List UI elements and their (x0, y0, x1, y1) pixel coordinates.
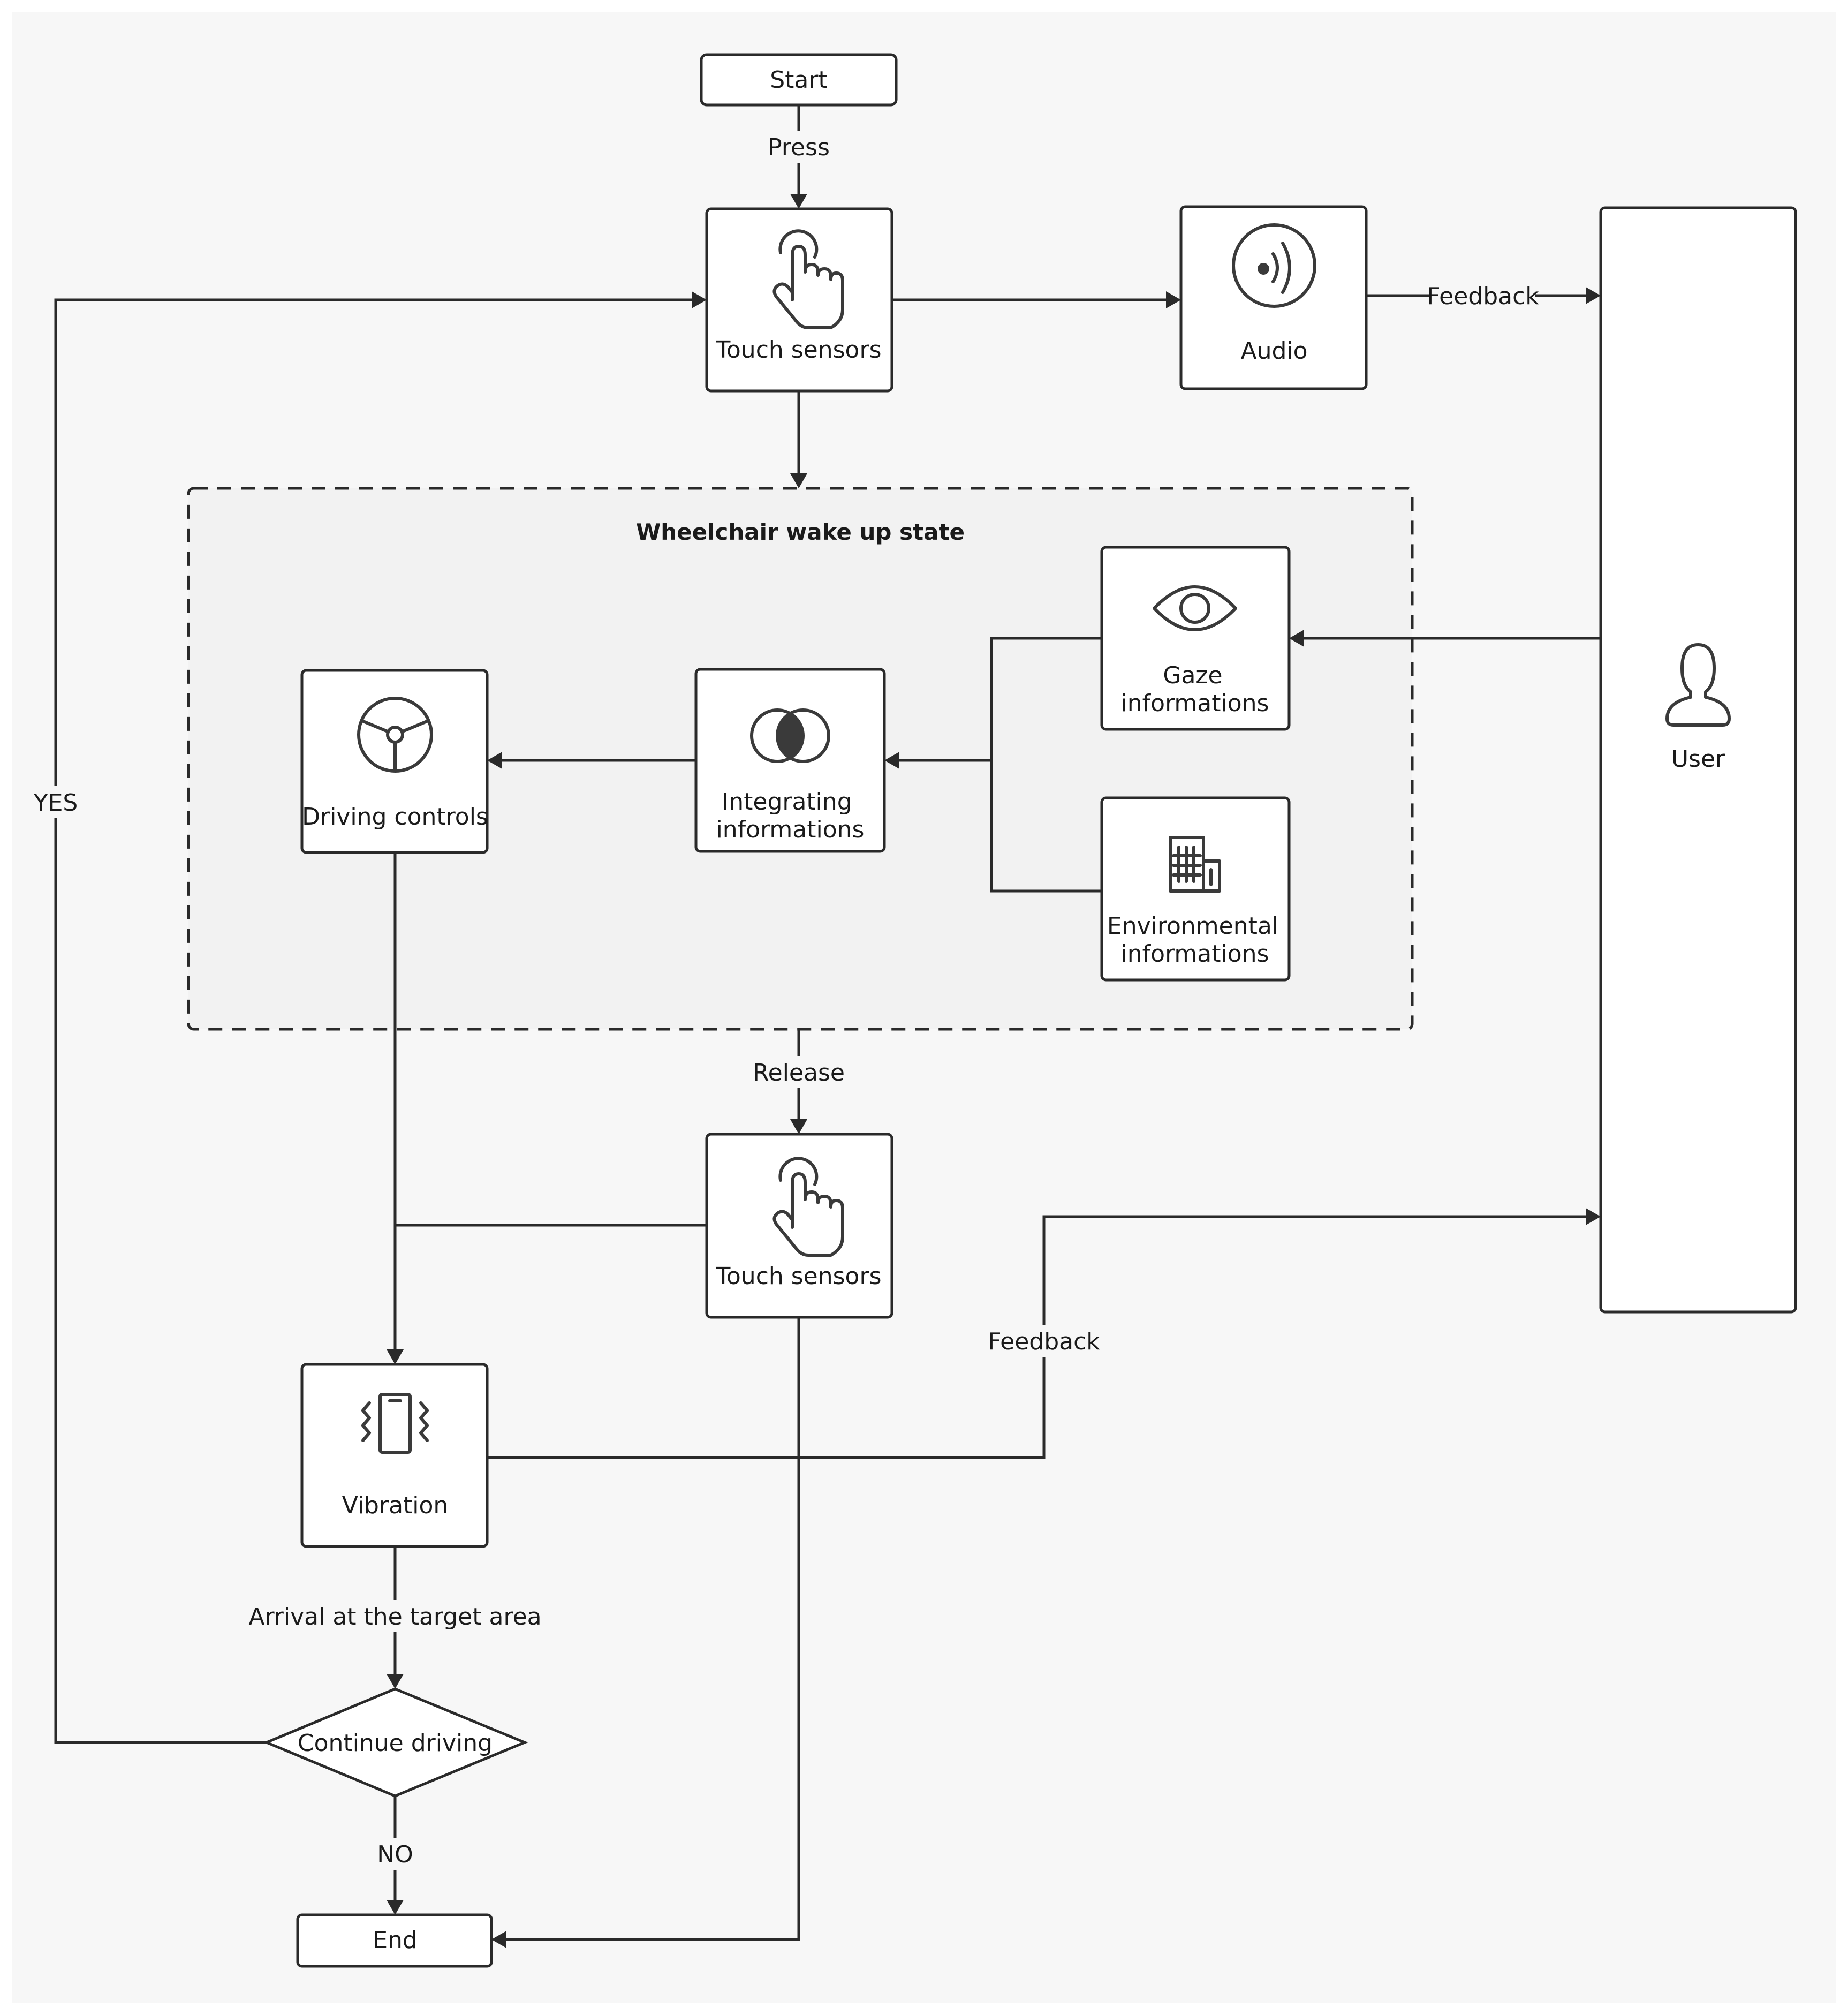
touch-sensors-box (705, 1133, 893, 1319)
audio-label: Audio (1240, 337, 1307, 365)
no-label: NO (377, 1841, 413, 1868)
label-bg (754, 1056, 844, 1088)
touch-sensors-node-top[interactable]: Touch sensors (705, 207, 893, 393)
gaze-label-line2: informations (1121, 690, 1269, 717)
feedback-vibration-label: Feedback (988, 1328, 1100, 1355)
integrating-box (694, 668, 886, 853)
touch-hand-icon (772, 229, 844, 329)
label-bg (374, 1838, 416, 1870)
start-node[interactable]: Start (700, 53, 898, 107)
gaze-informations-node[interactable]: Gaze informations (1100, 546, 1291, 731)
decision-diamond (263, 1687, 528, 1798)
arrowhead (790, 194, 807, 209)
environmental-informations-node[interactable]: Environmental informations (1100, 796, 1291, 982)
start-label: Start (770, 66, 828, 94)
end-node[interactable]: End (296, 1913, 493, 1968)
arrowhead (491, 1931, 506, 1948)
user-person-icon (1665, 643, 1731, 727)
continue-driving-decision[interactable]: Continue driving (263, 1687, 528, 1798)
driving-controls-node[interactable]: Driving controls (300, 669, 489, 854)
edge-yes-loop (54, 298, 692, 1744)
arrowhead (692, 291, 707, 308)
touch-hand-icon (772, 1157, 844, 1257)
yes-label: YES (33, 789, 78, 817)
label-bg (1430, 280, 1535, 312)
arrival-label: Arrival at the target area (248, 1603, 541, 1631)
gaze-box (1100, 546, 1291, 731)
touch-sensors-box (705, 207, 893, 393)
label-bg (764, 131, 833, 163)
arrowhead (387, 1349, 404, 1364)
eye-icon (1153, 585, 1237, 631)
release-label: Release (753, 1059, 845, 1086)
vibration-box (300, 1363, 489, 1548)
arrowhead (1166, 291, 1181, 308)
user-node[interactable]: User (1599, 206, 1797, 1314)
audio-waves-icon (1232, 223, 1316, 308)
vibration-node[interactable]: Vibration (300, 1363, 489, 1548)
label-bg (991, 1325, 1096, 1357)
steering-wheel-icon (357, 697, 433, 773)
vibration-label: Vibration (342, 1492, 449, 1519)
vibration-phone-icon (361, 1393, 429, 1454)
arrowhead (1586, 1208, 1601, 1225)
venn-circles-icon (750, 708, 830, 763)
arrowhead (790, 1119, 807, 1134)
touch-sensors-label: Touch sensors (715, 336, 881, 364)
press-label: Press (768, 134, 830, 161)
audio-box (1179, 205, 1368, 390)
connectors (54, 105, 1601, 1948)
arrowhead (1586, 287, 1601, 304)
user-box (1599, 206, 1797, 1314)
gaze-label-line1: Gaze (1163, 662, 1222, 689)
feedback-audio-label: Feedback (1427, 283, 1539, 310)
arrowhead (387, 1674, 404, 1689)
continue-driving-label: Continue driving (298, 1730, 493, 1757)
touch-sensors-node-bottom[interactable]: Touch sensors (705, 1133, 893, 1319)
integrating-informations-node[interactable]: Integrating informations (694, 668, 886, 853)
building-icon (1169, 836, 1221, 893)
edge-labels: Press Feedback Release Feedback Arrival … (33, 131, 1539, 1870)
user-label: User (1671, 745, 1725, 773)
end-label: End (373, 1927, 418, 1954)
environmental-box (1100, 796, 1291, 982)
start-box (700, 53, 898, 107)
environmental-label-line1: Environmental (1107, 912, 1278, 940)
arrowhead (487, 752, 502, 769)
arrowhead (884, 752, 899, 769)
edge-inputs-bracket (990, 637, 1102, 893)
label-bg (33, 786, 78, 818)
arrowhead (790, 473, 807, 488)
environmental-label-line2: informations (1121, 940, 1269, 968)
label-bg (260, 1600, 530, 1632)
arrowhead (387, 1900, 404, 1915)
arrowhead (1289, 630, 1304, 647)
integrating-label-line2: informations (716, 816, 865, 843)
end-box (296, 1913, 493, 1968)
audio-node[interactable]: Audio (1179, 205, 1368, 390)
integrating-label-line1: Integrating (722, 788, 852, 816)
touch-sensors-label: Touch sensors (715, 1263, 881, 1290)
group-title: Wheelchair wake up state (636, 519, 965, 545)
edge-touch2-end (506, 1317, 800, 1941)
driving-controls-label: Driving controls (302, 803, 488, 831)
